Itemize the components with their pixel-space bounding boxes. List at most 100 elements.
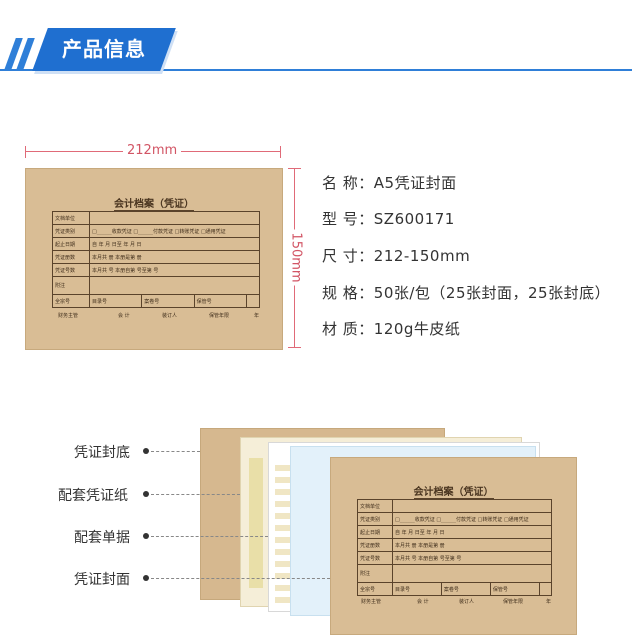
form-row: 凭证册数本月共 册 本册是第 册: [357, 538, 552, 552]
callout-voucher-paper: 配套凭证纸: [58, 488, 128, 504]
form-label: 凭证号数: [52, 263, 90, 277]
width-dimension-tick: [25, 146, 26, 158]
spec-name: 名 称：A5凭证封面: [322, 172, 457, 193]
form-value: 自 年 月 日至 年 月 日: [89, 237, 260, 251]
form-row: 凭证类别□______收款凭证 □______付款凭证 □转账凭证 □通用凭证: [52, 224, 260, 238]
callout-line: [151, 494, 240, 495]
form-value: [538, 582, 553, 596]
callout-front-cover: 凭证封面: [74, 572, 130, 588]
form-label: 凭证册数: [357, 538, 393, 552]
spec-value: 120g牛皮纸: [373, 320, 461, 338]
form-row: 凭证类别□______收款凭证 □______付款凭证 □转账凭证 □通用凭证: [357, 512, 552, 526]
form-value: 自 年 月 日至 年 月 日: [392, 525, 552, 539]
form-value: [245, 294, 261, 308]
form-row: 全宗号目录号案卷号保管号: [52, 294, 261, 308]
form-row: 凭证号数本月共 号 本册自第 号至第 号: [357, 551, 552, 565]
spec-label: 型 号：: [322, 210, 374, 228]
cover-footer: 财务主管 会 计 装订人 保管年限 年: [331, 598, 576, 608]
footer-field: 年: [546, 599, 552, 605]
form-value: 本月共 号 本册自第 号至第 号: [392, 551, 552, 565]
callout-line: [151, 578, 330, 579]
footer-field: 财务主管: [58, 313, 79, 319]
form-label: 保管号: [193, 294, 247, 308]
form-label: 全宗号: [357, 582, 393, 596]
spec-value: A5凭证封面: [373, 174, 457, 192]
spec-label: 名 称：: [322, 174, 374, 192]
form-label: 文档单位: [357, 499, 393, 513]
form-label: 案卷号: [440, 582, 491, 596]
cover-title-text: 会计档案（凭证）: [413, 487, 494, 499]
form-value: □______收款凭证 □______付款凭证 □转账凭证 □通用凭证: [392, 512, 552, 526]
width-label: 212mm: [123, 143, 182, 158]
spec-label: 材 质：: [322, 320, 374, 338]
footer-field: 装订人: [162, 313, 178, 319]
form-row: 凭证号数本月共 号 本册自第 号至第 号: [52, 263, 260, 277]
height-dimension-tick: [288, 168, 301, 169]
height-dimension-tick: [288, 347, 301, 348]
cover-form-table: 文档单位 凭证类别□______收款凭证 □______付款凭证 □转账凭证 □…: [357, 499, 553, 596]
form-value: □______收款凭证 □______付款凭证 □转账凭证 □通用凭证: [89, 224, 260, 238]
footer-field: 会 计: [417, 599, 429, 605]
form-row: 文档单位: [357, 499, 552, 513]
cover-title: 会计档案（凭证）: [26, 195, 282, 211]
cover-footer: 财务主管 会 计 装订人 保管年限 年: [26, 312, 282, 322]
width-dimension-tick: [280, 146, 281, 158]
footer-field: 保管年限: [503, 599, 524, 605]
header-title: 产品信息: [62, 37, 146, 61]
form-label: 文档单位: [52, 211, 90, 225]
spec-model: 型 号：SZ600171: [322, 208, 455, 229]
spec-package: 规 格：50张/包（25张封面，25张封底）: [322, 282, 610, 303]
spec-label: 尺 寸：: [322, 247, 374, 265]
form-value: [392, 564, 552, 583]
form-label: 附注: [357, 564, 393, 583]
callout-dot: [143, 533, 149, 539]
section-header: 产品信息: [0, 28, 632, 78]
cover-title: 会计档案（凭证）: [331, 483, 576, 499]
voucher-paper-stripe: [249, 458, 263, 588]
product-cover-image: 会计档案（凭证） 文档单位 凭证类别□______收款凭证 □______付款凭…: [25, 168, 283, 350]
form-row: 凭证册数本月共 册 本册是第 册: [52, 250, 260, 264]
width-dimension: 212mm: [25, 143, 281, 160]
form-label: 附注: [52, 276, 90, 295]
cover-title-text: 会计档案（凭证）: [114, 199, 194, 211]
form-label: 凭证类别: [357, 512, 393, 526]
form-label: 案卷号: [141, 294, 195, 308]
spec-value: 50张/包（25张封面，25张封底）: [373, 284, 611, 302]
footer-field: 年: [254, 313, 260, 319]
form-row: 全宗号目录号案卷号保管号: [357, 582, 553, 596]
spec-label: 规 格：: [322, 284, 374, 302]
front-cover-sheet: 会计档案（凭证） 文档单位 凭证类别□______收款凭证 □______付款凭…: [330, 457, 577, 635]
form-label: 凭证号数: [357, 551, 393, 565]
height-label: 150mm: [288, 229, 304, 286]
form-row: 起止日期自 年 月 日至 年 月 日: [357, 525, 552, 539]
form-row: 文档单位: [52, 211, 260, 225]
form-value: 本月共 号 本册自第 号至第 号: [89, 263, 260, 277]
form-row: 起止日期自 年 月 日至 年 月 日: [52, 237, 260, 251]
form-label: 目录号: [88, 294, 143, 308]
footer-field: 财务主管: [361, 599, 382, 605]
form-label: 保管号: [489, 582, 540, 596]
form-label: 目录号: [392, 582, 442, 596]
form-value: [89, 211, 260, 225]
form-label: 凭证册数: [52, 250, 90, 264]
callout-dot: [143, 448, 149, 454]
spec-material: 材 质：120g牛皮纸: [322, 318, 460, 339]
form-label: 全宗号: [52, 294, 90, 308]
form-label: 起止日期: [357, 525, 393, 539]
footer-field: 会 计: [118, 313, 130, 319]
header-underline: [0, 69, 632, 71]
callout-dot: [143, 491, 149, 497]
callout-back-cover: 凭证封底: [74, 445, 130, 461]
form-label: 起止日期: [52, 237, 90, 251]
form-label: 凭证类别: [52, 224, 90, 238]
spec-value: SZ600171: [373, 210, 455, 228]
form-value: 本月共 册 本册是第 册: [89, 250, 260, 264]
cover-form-table: 文档单位 凭证类别□______收款凭证 □______付款凭证 □转账凭证 □…: [52, 211, 261, 308]
height-dimension: 150mm: [288, 168, 304, 348]
callout-receipts: 配套单据: [74, 530, 130, 546]
form-row: 附注: [52, 276, 260, 295]
form-value: [89, 276, 260, 295]
callout-line: [151, 536, 268, 537]
callout-dot: [143, 575, 149, 581]
footer-field: 装订人: [459, 599, 475, 605]
